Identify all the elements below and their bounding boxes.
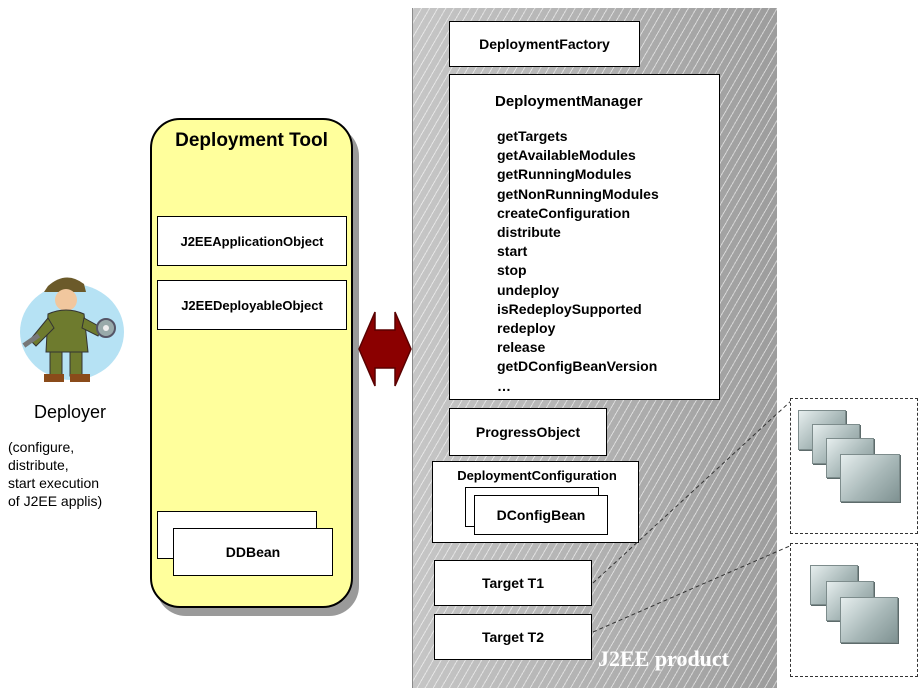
target-t1-box: Target T1: [434, 560, 592, 606]
method-item: getRunningModules: [497, 166, 632, 183]
method-item: getNonRunningModules: [497, 185, 659, 202]
deployer-person-icon: [14, 266, 126, 386]
method-item: stop: [497, 262, 527, 279]
method-item: createConfiguration: [497, 204, 631, 221]
method-item: redeploy: [497, 320, 556, 337]
j2ee-product-label: J2EE product: [598, 646, 730, 671]
method-item: getDConfigBeanVersion: [497, 358, 658, 375]
method-item: release: [497, 339, 546, 356]
server-screens-icon: [790, 543, 918, 677]
deployment-manager-box: [449, 74, 720, 400]
progress-object-box: ProgressObject: [449, 408, 607, 456]
deployment-configuration-label: DeploymentConfiguration: [457, 468, 617, 483]
server-screens-icon: [790, 398, 918, 534]
deployment-manager-methods: getTargets getAvailableModules getRunnin…: [497, 127, 717, 396]
deployment-manager-title: DeploymentManager: [495, 93, 643, 110]
deployment-tool-title: Deployment Tool: [175, 130, 328, 151]
method-item: …: [497, 377, 511, 394]
method-item: start: [497, 243, 528, 260]
deployer-desc-line: (configure,: [8, 439, 75, 455]
method-item: distribute: [497, 224, 561, 241]
deployer-label: Deployer: [34, 402, 107, 422]
deployment-factory-box: DeploymentFactory: [449, 21, 640, 67]
ddbean-box: DDBean: [173, 528, 333, 576]
deployer-description: (configure, distribute, start execution …: [8, 438, 102, 510]
dconfig-bean-box: DConfigBean: [474, 495, 608, 535]
method-item: getAvailableModules: [497, 147, 636, 164]
method-item: getTargets: [497, 128, 568, 144]
double-arrow-icon: [358, 310, 412, 388]
deployer-desc-line: distribute,: [8, 457, 69, 473]
method-item: isRedeploySupported: [497, 300, 642, 317]
j2ee-application-object-box: J2EEApplicationObject: [157, 216, 347, 266]
target-t2-box: Target T2: [434, 614, 592, 660]
deployer-desc-line: start execution: [8, 475, 100, 491]
j2ee-deployable-object-box: J2EEDeployableObject: [157, 280, 347, 330]
deployer-desc-line: of J2EE applis): [8, 493, 103, 509]
method-item: undeploy: [497, 281, 560, 298]
